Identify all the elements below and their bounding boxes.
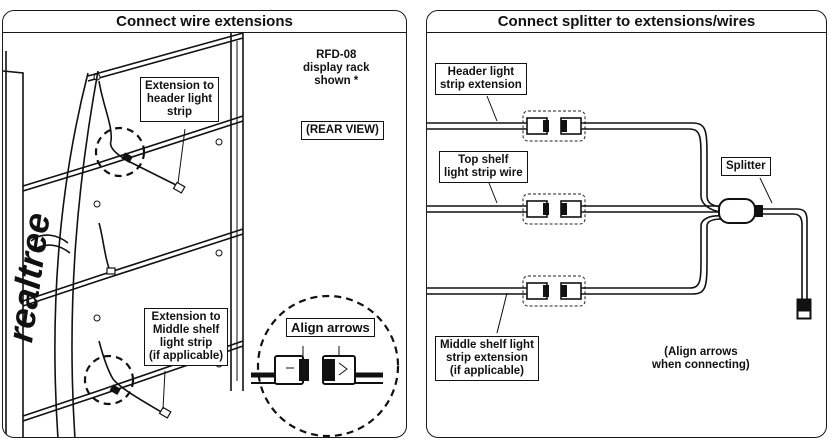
input-wires <box>427 122 527 295</box>
rack-shelves <box>22 32 244 422</box>
align-arrows-detail-circle <box>256 294 400 437</box>
connector-detail <box>251 346 383 385</box>
left-panel-title: Connect wire extensions <box>3 11 406 33</box>
top-shelf-callout: Top shelf light strip wire <box>439 151 528 183</box>
middle-extension-callout: Extension to Middle shelf light strip (i… <box>144 308 229 366</box>
middle-strip-callout: Middle shelf light strip extension (if a… <box>435 336 539 381</box>
splitter-wiring-diagram <box>427 95 812 334</box>
splitter-callout: Splitter <box>721 157 771 176</box>
align-note: (Align arrows when connecting) <box>652 346 750 371</box>
header-strip-callout: Header light strip extension <box>435 63 527 95</box>
rack-rear-view-drawing <box>3 32 400 437</box>
connector-pairs <box>522 110 586 307</box>
brand-text: realtree <box>2 210 58 345</box>
header-connector-highlight <box>94 126 146 178</box>
header-extension-callout: Extension to header light strip <box>140 77 220 122</box>
rack-note: RFD-08 display rack shown * <box>303 49 370 87</box>
view-note: (REAR VIEW) <box>301 121 384 140</box>
right-panel: Connect splitter to extensions/wires <box>426 10 827 438</box>
middle-connector-highlight <box>83 354 135 406</box>
splitter-body <box>718 198 756 224</box>
align-arrows-label: Align arrows <box>286 318 375 337</box>
left-panel: realtree Connect wire extensions RFD-08 … <box>2 10 407 438</box>
splitter-wires <box>581 122 723 295</box>
right-panel-title: Connect splitter to extensions/wires <box>427 11 826 33</box>
